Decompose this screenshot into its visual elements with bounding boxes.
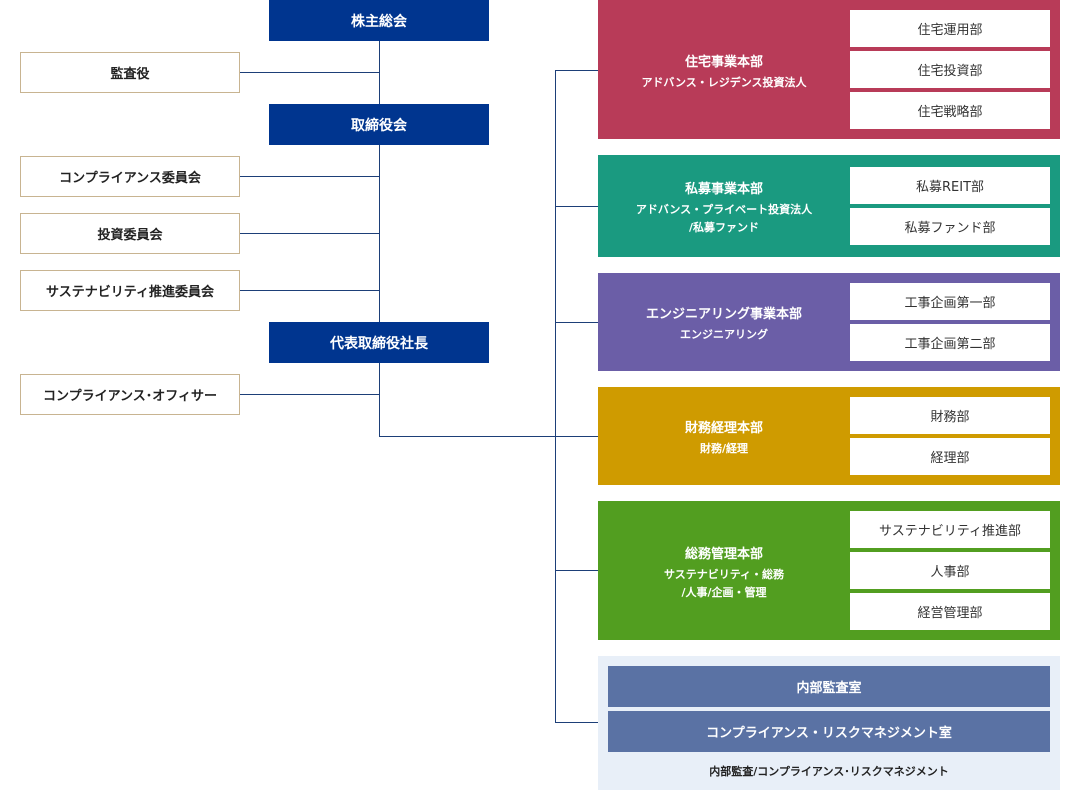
division-title: 総務管理本部 [684, 547, 763, 562]
compliance-committee-box: コンプライアンス委員会 [20, 156, 240, 197]
division-title: 私募事業本部 [684, 182, 763, 197]
shareholders-meeting-box: 株主総会 [269, 0, 489, 41]
trunk-line-divisions [555, 70, 556, 722]
auditor-box: 監査役 [20, 52, 240, 93]
connector-auditor [240, 72, 380, 73]
dept-residential-strategy: 住宅戦略部 [850, 92, 1050, 129]
dept-private-fund: 私募ファンド部 [850, 208, 1050, 245]
audit-compliance-panel: 内部監査室 コンプライアンス・リスクマネジメント室 内部監査/コンプライアンス･… [598, 656, 1060, 790]
division-residential: 住宅事業本部 アドバンス・レジデンス投資法人 住宅運用部 住宅投資部 住宅戦略部 [598, 0, 1060, 139]
dept-residential-operations: 住宅運用部 [850, 10, 1050, 47]
dept-private-reit: 私募REIT部 [850, 167, 1050, 204]
internal-audit-office: 内部監査室 [608, 666, 1050, 707]
branch-division-2 [555, 206, 598, 207]
connector-compliance-officer [240, 394, 380, 395]
investment-committee-box: 投資委員会 [20, 213, 240, 254]
dept-sustainability-promotion: サステナビリティ推進部 [850, 511, 1050, 548]
sustainability-committee-box: サステナビリティ推進委員会 [20, 270, 240, 311]
board-of-directors-box: 取締役会 [269, 104, 489, 145]
dept-construction-planning-2: 工事企画第二部 [850, 324, 1050, 361]
dept-accounting: 経理部 [850, 438, 1050, 475]
division-title: エンジニアリング事業本部 [645, 307, 802, 322]
compliance-risk-management-office: コンプライアンス・リスクマネジメント室 [608, 711, 1050, 752]
connector-investment-committee [240, 233, 380, 234]
connector-to-divisions [379, 436, 598, 437]
branch-division-3 [555, 322, 598, 323]
dept-construction-planning-1: 工事企画第一部 [850, 283, 1050, 320]
dept-human-resources: 人事部 [850, 552, 1050, 589]
division-private-placement: 私募事業本部 アドバンス・プライベート投資法人 /私募ファンド 私募REIT部 … [598, 155, 1060, 257]
division-title: 住宅事業本部 [684, 55, 763, 70]
dept-residential-investment: 住宅投資部 [850, 51, 1050, 88]
division-subtitle: /私募ファンド [688, 221, 760, 234]
division-finance-accounting: 財務経理本部 財務/経理 財務部 経理部 [598, 387, 1060, 485]
division-general-affairs: 総務管理本部 サステナビリティ・総務 /人事/企画・管理 サステナビリティ推進部… [598, 501, 1060, 640]
audit-caption: 内部監査/コンプライアンス･リスクマネジメント [709, 765, 949, 778]
connector-sustainability-committee [240, 290, 380, 291]
division-subtitle: 財務/経理 [699, 442, 749, 455]
dept-corporate-management: 経営管理部 [850, 593, 1050, 630]
division-subtitle: アドバンス・プライベート投資法人 [635, 203, 813, 216]
president-box: 代表取締役社長 [269, 322, 489, 363]
division-subtitle: エンジニアリング [680, 328, 768, 341]
branch-audit [555, 722, 598, 723]
branch-division-5 [555, 570, 598, 571]
division-engineering: エンジニアリング事業本部 エンジニアリング 工事企画第一部 工事企画第二部 [598, 273, 1060, 371]
compliance-officer-box: コンプライアンス･オフィサー [20, 374, 240, 415]
branch-division-1 [555, 70, 598, 71]
division-subtitle: アドバンス・レジデンス投資法人 [641, 76, 807, 89]
division-title: 財務経理本部 [684, 421, 763, 436]
trunk-line-main [379, 40, 380, 436]
division-subtitle: /人事/企画・管理 [681, 586, 767, 599]
dept-finance: 財務部 [850, 397, 1050, 434]
division-subtitle: サステナビリティ・総務 [663, 568, 785, 581]
connector-compliance-committee [240, 176, 380, 177]
